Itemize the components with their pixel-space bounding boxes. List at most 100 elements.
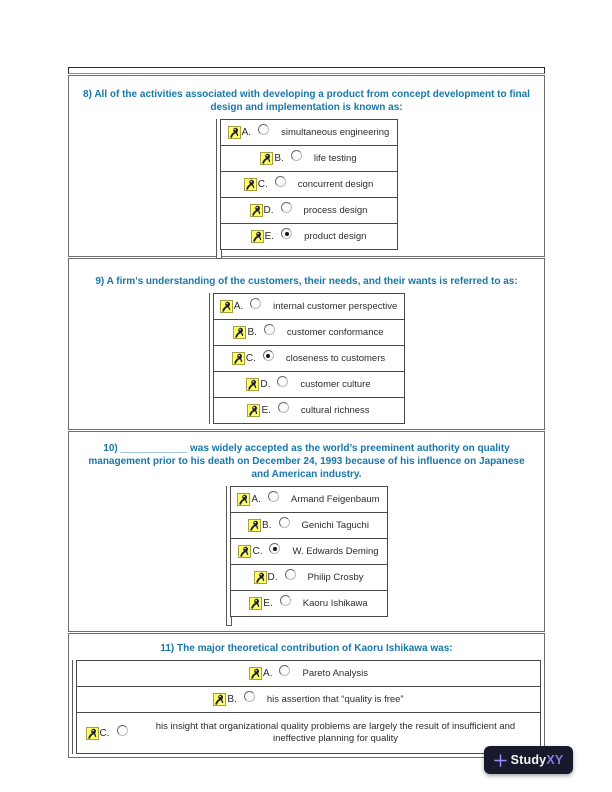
option-row: B. his assertion that “quality is free” [76,687,541,713]
option-text: product design [304,231,367,242]
question-11-section: 11) The major theoretical contribution o… [68,633,545,758]
radio-button[interactable] [267,491,279,502]
option-text: life testing [313,153,357,164]
radio-button[interactable] [284,569,296,580]
option-row: B. Genichi Taguchi [229,513,388,539]
option-letter: C. [99,727,110,739]
writer-icon [250,229,265,244]
radio-button[interactable] [281,228,293,239]
plus-icon [493,753,507,767]
writer-icon [243,177,258,192]
option-text: simultaneous engineering [281,127,390,138]
option-row: A. internal customer perspective [212,293,405,320]
writer-icon [231,351,246,366]
question-10-section: 10) ____________ was widely accepted as … [68,431,545,632]
radio-button[interactable] [277,402,289,413]
logo-text-xy: XY [546,753,564,767]
option-letter: B. [247,327,257,338]
question-8-options: A. simultaneous engineering B. life test… [215,119,398,259]
writer-icon [249,203,263,218]
option-text: internal customer perspective [273,301,398,312]
option-row: C. W. Edwards Deming [229,539,388,565]
option-text: process design [303,205,368,216]
option-letter: B. [274,153,284,164]
option-letter: C. [257,179,268,190]
logo-text-study: Study [510,753,547,767]
radio-button[interactable] [277,376,289,387]
option-row: D. process design [219,198,398,224]
question-10-heading: 10) ____________ was widely accepted as … [88,443,525,480]
option-row: D. customer culture [212,372,405,398]
radio-button[interactable] [279,665,291,676]
writer-icon [253,570,267,585]
option-letter: B. [262,520,272,531]
option-text: Armand Feigenbaum [290,494,380,505]
writer-icon [259,151,274,166]
option-text: closeness to customers [285,353,386,364]
question-9-heading: 9) A firm’s understanding of the custome… [95,276,518,287]
table-tail-artifact [215,250,222,259]
radio-button[interactable] [280,202,292,213]
option-text: his insight that organizational quality … [155,721,516,744]
radio-button[interactable] [278,517,290,528]
option-row: E. product design [219,224,398,250]
option-text: Genichi Taguchi [301,520,369,531]
radio-button[interactable] [290,150,302,161]
top-strip [68,67,545,74]
radio-button[interactable] [269,543,281,554]
option-letter: D. [263,205,274,216]
option-letter: E. [264,231,275,242]
quiz-page: 8) All of the activities associated with… [68,67,545,758]
option-text: Kaoru Ishikawa [302,598,368,609]
option-row: D. Philip Crosby [229,565,388,591]
radio-button[interactable] [250,298,262,309]
radio-button[interactable] [243,691,255,702]
option-row: A. simultaneous engineering [219,119,398,146]
radio-button[interactable] [116,724,128,736]
question-8-section: 8) All of the activities associated with… [68,75,545,259]
writer-icon [247,403,261,418]
question-9-options: A. internal customer perspective B. cust… [208,293,405,424]
option-text: W. Edwards Deming [292,546,379,557]
writer-icon [212,692,227,707]
writer-icon [247,518,262,533]
question-11-heading: 11) The major theoretical contribution o… [160,643,453,654]
option-text: customer conformance [286,327,384,338]
radio-button[interactable] [274,176,286,187]
radio-button[interactable] [258,124,270,135]
option-row: A. Armand Feigenbaum [229,486,388,513]
option-row: B. customer conformance [212,320,405,346]
option-text: Pareto Analysis [302,668,368,679]
option-letter: A. [241,127,252,138]
question-10-options: A. Armand Feigenbaum B. Genichi Taguchi … [225,486,388,626]
option-text: cultural richness [300,405,370,416]
question-9-section: 9) A firm’s understanding of the custome… [68,258,545,430]
writer-icon [248,666,263,681]
option-text: Philip Crosby [307,572,364,583]
writer-icon [245,377,260,392]
writer-icon [236,492,251,507]
option-letter: C. [252,546,263,557]
question-11-options: A. Pareto Analysis B. his assertion that… [72,660,541,754]
option-letter: A. [233,301,244,312]
writer-icon [219,299,234,314]
table-tail-artifact [225,617,232,626]
option-letter: E. [263,598,273,609]
radio-button[interactable] [263,324,275,335]
option-row: C. his insight that organizational quali… [76,713,541,754]
radio-button[interactable] [279,595,291,606]
option-letter: A. [251,494,261,505]
option-letter: D. [267,572,278,583]
question-8-heading: 8) All of the activities associated with… [83,89,530,113]
writer-icon [227,125,242,140]
option-row: B. life testing [219,146,398,172]
option-letter: E. [261,405,271,416]
radio-button[interactable] [262,350,274,361]
option-letter: B. [227,694,237,705]
option-row: C. closeness to customers [212,346,405,372]
option-letter: C. [245,353,256,364]
writer-icon [233,325,247,340]
option-text: concurrent design [297,179,374,190]
option-letter: A. [263,668,273,679]
